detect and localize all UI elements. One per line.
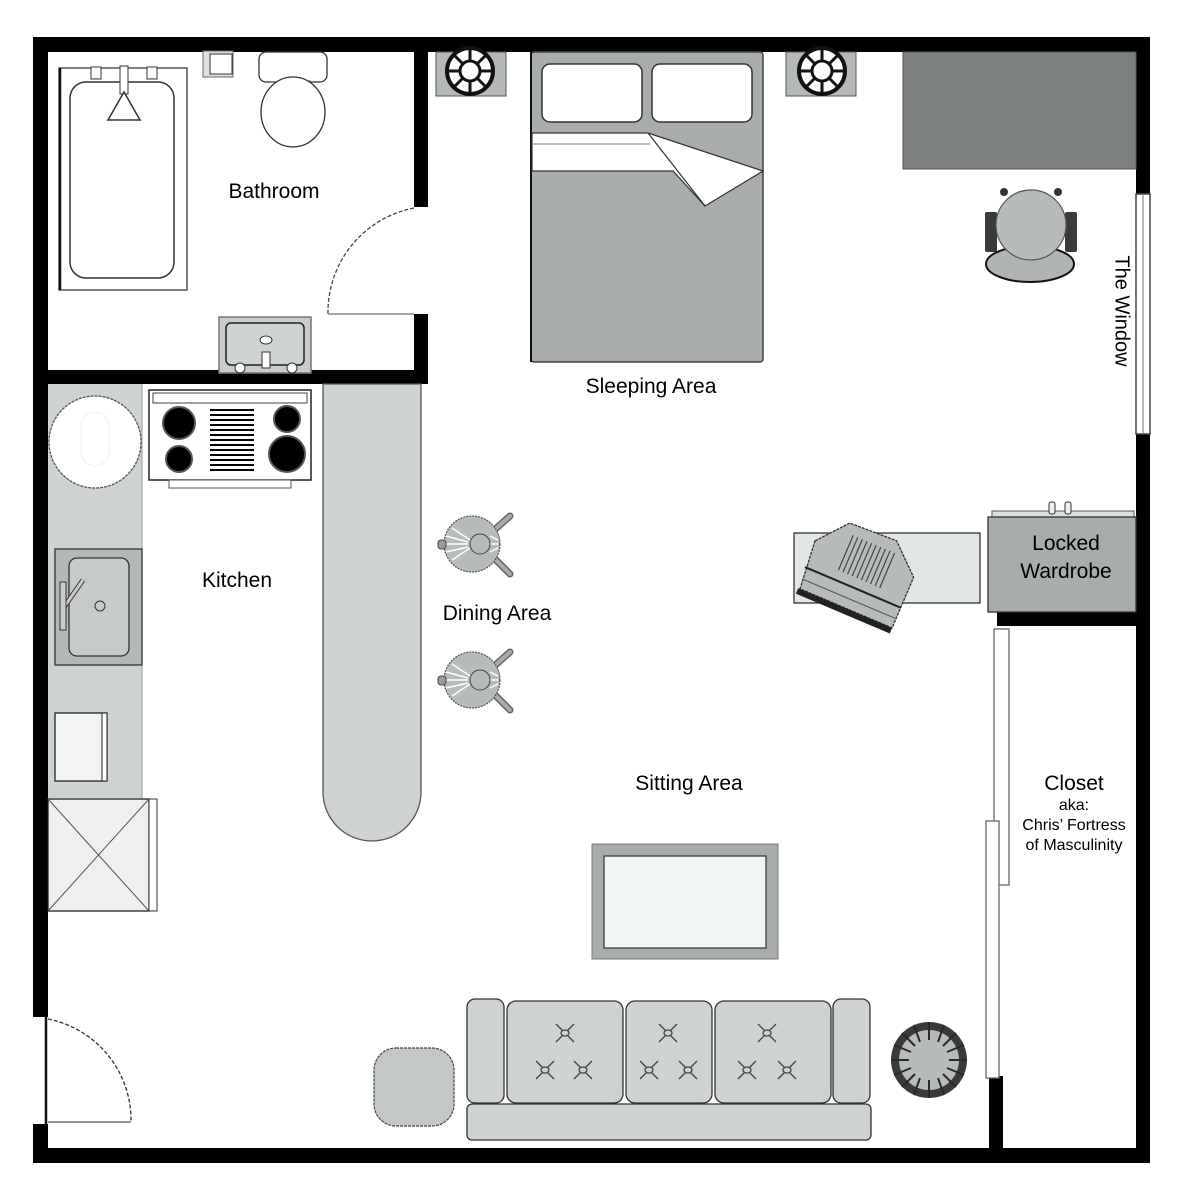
kitchen-round-counter (48, 395, 142, 489)
bathroom-sink (218, 316, 312, 374)
outer-walls (33, 37, 1150, 1163)
wardrobe-label: Locked Wardrobe (996, 530, 1136, 586)
closet-subtitle-1: aka: (1058, 797, 1090, 814)
closet-label: Closet aka: Chris’ Fortress of Masculini… (994, 772, 1154, 856)
bar-stool (437, 512, 514, 578)
refrigerator (47, 798, 158, 912)
toilet (258, 51, 328, 148)
closet-subtitle-3: of Masculinity (1025, 837, 1123, 854)
tv (795, 522, 915, 634)
sofa (466, 998, 872, 1141)
window (1135, 193, 1151, 435)
kitchen-label: Kitchen (201, 569, 273, 592)
bed (530, 51, 765, 363)
bathtub (58, 65, 188, 291)
closet-subtitle-2: Chris’ Fortress (1022, 817, 1126, 834)
dining-area-label: Dining Area (442, 602, 552, 625)
sitting-area-label: Sitting Area (635, 772, 743, 795)
wardrobe-label-line2: Wardrobe (1020, 560, 1112, 583)
nightstand-lamp (435, 46, 507, 97)
dishwasher (54, 712, 108, 782)
nightstand-lamp (785, 46, 857, 97)
stove (148, 389, 312, 489)
sleeping-area-label: Sleeping Area (585, 375, 717, 398)
desk (902, 51, 1137, 170)
kitchen-sink (54, 548, 143, 666)
towel-holder (202, 50, 234, 78)
interior-walls (33, 37, 1150, 1163)
coffee-table (591, 843, 779, 960)
window-label: The Window (1110, 255, 1133, 367)
closet-title: Closet (1044, 772, 1104, 795)
bar-stool (437, 648, 514, 714)
plant (891, 1022, 967, 1098)
closet-sliding-door[interactable] (985, 628, 1010, 1079)
bathroom-label: Bathroom (228, 180, 320, 203)
entry-door[interactable] (44, 1017, 132, 1124)
breakfast-bar (322, 383, 422, 842)
wardrobe-label-line1: Locked (1032, 532, 1100, 555)
bathroom-door[interactable] (327, 207, 415, 315)
desk-chair (985, 188, 1077, 283)
ottoman (373, 1047, 455, 1127)
locked-wardrobe (987, 501, 1137, 613)
